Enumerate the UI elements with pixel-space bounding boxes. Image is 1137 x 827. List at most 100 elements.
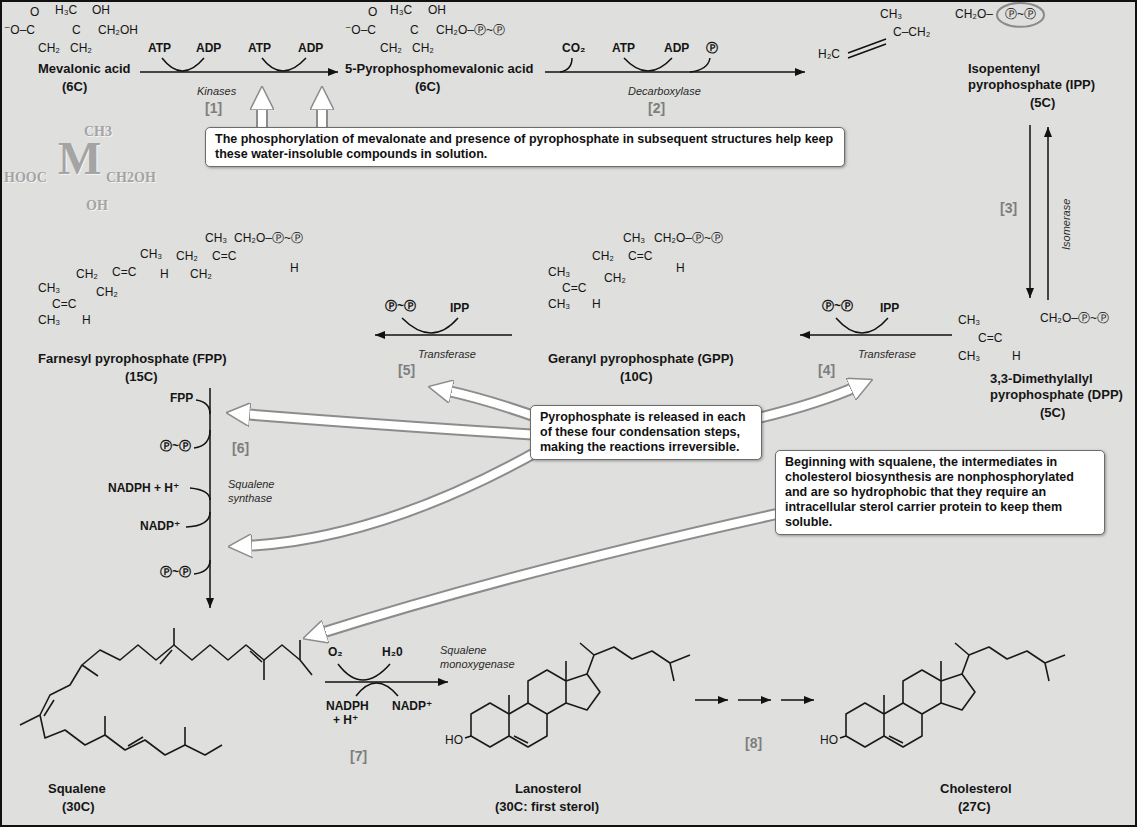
formula-text: ⁻O–C: [345, 24, 376, 38]
compound-name: (30C): [62, 800, 95, 815]
enzyme-name: Kinases: [197, 85, 236, 98]
formula-text: C=C: [112, 266, 136, 280]
reagent-label: Ⓟ: [706, 42, 718, 56]
formula-text: CH₃: [205, 232, 227, 246]
step-number: [7]: [350, 748, 367, 764]
enzyme-name: Squalene: [440, 644, 487, 657]
formula-text: H₃C: [55, 4, 77, 18]
reagent-label: NADPH: [326, 700, 369, 714]
step-number: [5]: [398, 362, 415, 378]
formula-text: C=C: [52, 298, 76, 312]
formula-text: CH₂O–Ⓟ~Ⓟ: [234, 232, 303, 246]
enzyme-name: monoxygenase: [440, 658, 515, 671]
reagent-label: IPP: [450, 302, 469, 316]
formula-text: H: [592, 298, 601, 312]
compound-name: Mevalonic acid: [38, 62, 130, 77]
formula-text: H: [1012, 350, 1021, 364]
reagent-label: Ⓟ~Ⓟ: [385, 300, 416, 314]
formula-text: O: [30, 6, 39, 20]
formula-text: CH₃: [38, 282, 60, 296]
compound-name: (5C): [1040, 406, 1065, 421]
step-number: [6]: [232, 440, 249, 456]
formula-text: OH: [92, 4, 110, 18]
formula-text: H: [290, 262, 299, 276]
reagent-label: NADP⁺: [392, 700, 432, 714]
formula-text: C–CH₂: [893, 26, 930, 40]
callout-arrows: [242, 102, 858, 634]
formula-text: CH₃: [140, 248, 162, 262]
formula-text: C=C: [978, 332, 1002, 346]
formula-text: C: [410, 24, 419, 38]
enzyme-name: Squalene: [228, 478, 275, 491]
formula-text: CH₂: [380, 42, 402, 56]
pyrophosphate-group: Ⓟ~Ⓟ: [1005, 8, 1036, 22]
compound-name: (30C: first sterol): [495, 800, 599, 815]
callout-text: The phosphorylation of mevalonate and pr…: [215, 132, 835, 162]
formula-text: C=C: [212, 250, 236, 264]
callout-text: Pyrophosphate is released in each of the…: [540, 410, 752, 455]
formula-text: CH₂: [604, 272, 626, 286]
reagent-label: Ⓟ~Ⓟ: [822, 300, 853, 314]
step-number: [2]: [648, 100, 665, 116]
formula-text: CH₃: [38, 314, 60, 328]
highlight-ring: [997, 3, 1044, 27]
formula-text: ⁻O–C: [4, 24, 35, 38]
watermark-letter: M: [58, 136, 101, 182]
reagent-label: ADP: [196, 42, 221, 56]
reagent-label: CO₂: [562, 42, 585, 56]
formula-text: H: [160, 268, 169, 282]
formula-text: CH₂: [176, 250, 198, 264]
formula-text: CH₂O–Ⓟ~Ⓟ: [436, 24, 505, 38]
formula-text: CH₂: [70, 42, 92, 56]
compound-name: pyrophosphate (DPP): [990, 388, 1123, 403]
step-number: [8]: [745, 735, 762, 751]
enzyme-name: synthase: [228, 492, 272, 505]
compound-name: Lanosterol: [515, 782, 581, 797]
formula-text: C=C: [562, 282, 586, 296]
compound-name: Isopentenyl: [968, 62, 1040, 77]
formula-text: CH₂: [38, 42, 60, 56]
formula-text: CH₂: [96, 286, 118, 300]
step-number: [4]: [818, 362, 835, 378]
formula-text: CH₂O–Ⓟ~Ⓟ: [654, 232, 723, 246]
compound-name: Cholesterol: [940, 782, 1012, 797]
reagent-label: NADP⁺: [140, 520, 180, 534]
compound-name: (27C): [958, 800, 991, 815]
formula-text: CH₂: [592, 250, 614, 264]
compound-name: Geranyl pyrophosphate (GPP): [548, 352, 734, 367]
reagent-label: ATP: [148, 42, 171, 56]
formula-text: CH₃: [958, 314, 980, 328]
step-number: [3]: [1000, 200, 1017, 216]
squalene-structure: [20, 628, 312, 755]
enzyme-name: Isomerase: [1060, 199, 1073, 250]
reagent-label: + H⁺: [333, 714, 358, 728]
cholesterol-structure: [846, 643, 1065, 747]
formula-text: CH₂O–: [955, 8, 993, 22]
formula-text: CH₂O–Ⓟ~Ⓟ: [1040, 312, 1109, 326]
compound-name: 5-Pyrophosphomevalonic acid: [345, 62, 534, 77]
compound-name: (6C): [62, 80, 87, 95]
reagent-label: ADP: [664, 42, 689, 56]
formula-text: C: [72, 24, 81, 38]
reagent-label: ATP: [248, 42, 271, 56]
formula-text: CH₃: [880, 8, 902, 22]
formula-text: OH: [428, 4, 446, 18]
compound-name: (15C): [125, 370, 158, 385]
formula-text: CH₂: [76, 268, 98, 282]
formula-text: CH₂OH: [98, 24, 138, 38]
compound-name: pyrophosphate (IPP): [968, 78, 1095, 93]
watermark-text: CH2OH: [106, 170, 156, 186]
formula-text: CH₃: [548, 266, 570, 280]
formula-text: H₂C: [818, 48, 840, 62]
compound-name: 3,3-Dimethylallyl: [990, 372, 1093, 387]
formula-text: CH₃: [548, 298, 570, 312]
formula-text: CH₂: [412, 42, 434, 56]
reaction-arrows: [140, 39, 1048, 738]
compound-name: (10C): [620, 370, 653, 385]
reagent-label: Ⓟ~Ⓟ: [160, 566, 191, 580]
compound-name: Squalene: [48, 782, 106, 797]
callout-text: Beginning with squalene, the intermediat…: [785, 455, 1095, 530]
compound-name: Farnesyl pyrophosphate (FPP): [38, 352, 227, 367]
enzyme-name: Transferase: [418, 348, 476, 361]
